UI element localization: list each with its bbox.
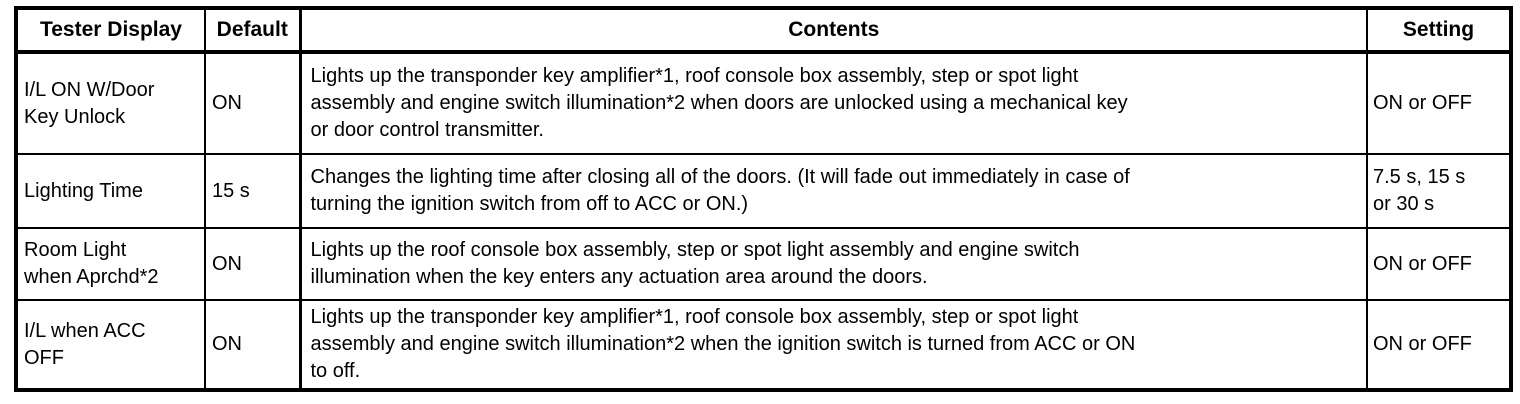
cell-setting: 7.5 s, 15 s or 30 s [1366, 153, 1512, 229]
cell-tester-display: I/L ON W/Door Key Unlock [15, 51, 206, 155]
table-row: I/L ON W/Door Key Unlock ON Lights up th… [15, 51, 1512, 155]
table-header-row: Tester Display Default Contents Setting [15, 7, 1512, 54]
cell-default: ON [204, 299, 301, 391]
cell-contents: Changes the lighting time after closing … [298, 153, 1368, 229]
table-row: Lighting Time 15 s Changes the lighting … [15, 153, 1512, 229]
cell-setting: ON or OFF [1366, 299, 1512, 391]
cell-setting: ON or OFF [1366, 51, 1512, 155]
table-row: I/L when ACC OFF ON Lights up the transp… [15, 299, 1512, 391]
cell-default: ON [204, 227, 301, 301]
cell-contents: Lights up the roof console box assembly,… [298, 227, 1368, 301]
cell-tester-display: Room Light when Aprchd*2 [15, 227, 206, 301]
header-default: Default [204, 7, 301, 54]
cell-tester-display: Lighting Time [15, 153, 206, 229]
cell-default: 15 s [204, 153, 301, 229]
cell-tester-display: I/L when ACC OFF [15, 299, 206, 391]
cell-setting: ON or OFF [1366, 227, 1512, 301]
header-tester-display: Tester Display [15, 7, 206, 54]
cell-contents: Lights up the transponder key amplifier*… [298, 299, 1368, 391]
tester-settings-table: Tester Display Default Contents Setting … [14, 6, 1513, 392]
cell-default: ON [204, 51, 301, 155]
header-setting: Setting [1366, 7, 1512, 54]
header-contents: Contents [298, 7, 1368, 54]
table-row: Room Light when Aprchd*2 ON Lights up th… [15, 227, 1512, 301]
cell-contents: Lights up the transponder key amplifier*… [298, 51, 1368, 155]
